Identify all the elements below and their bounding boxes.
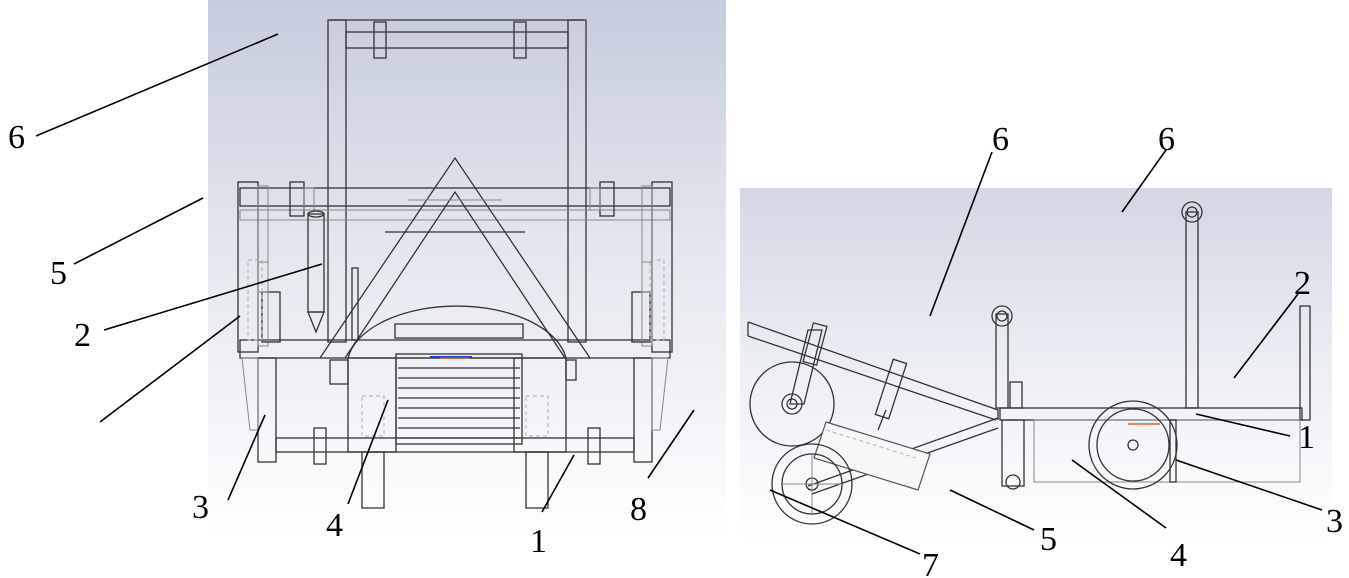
leader-front-8 — [647, 409, 695, 479]
leader-side-6b — [1121, 149, 1167, 213]
leader-front-3 — [227, 414, 266, 501]
label-side-2: 2 — [1294, 265, 1311, 302]
front-view-frame — [237, 19, 673, 509]
leader-side-7 — [769, 489, 921, 555]
side-view — [740, 188, 1332, 542]
leader-side-3 — [1175, 459, 1323, 511]
leader-side-2 — [1233, 293, 1299, 379]
label-front-3: 3 — [192, 489, 209, 526]
label-front-4: 4 — [326, 507, 343, 544]
leader-front-5 — [73, 197, 204, 265]
leader-side-1 — [1195, 413, 1291, 437]
part-labels: 6 5 2 3 4 1 8 6 6 2 1 3 4 5 7 — [8, 119, 1343, 578]
leader-front-1 — [541, 454, 575, 513]
label-side-3: 3 — [1326, 503, 1343, 540]
label-side-7: 7 — [922, 547, 939, 578]
label-front-6: 6 — [8, 119, 25, 156]
label-side-4: 4 — [1170, 537, 1187, 574]
roller-ribs — [395, 353, 523, 445]
label-side-5: 5 — [1040, 521, 1057, 558]
label-front-8: 8 — [630, 491, 647, 528]
label-side-6b: 6 — [1158, 121, 1175, 158]
leader-front-extra — [99, 315, 241, 423]
label-front-2: 2 — [74, 317, 91, 354]
label-side-6a: 6 — [992, 121, 1009, 158]
front-view — [208, 0, 726, 542]
side-view-background — [740, 188, 1332, 542]
label-front-1: 1 — [530, 523, 547, 560]
label-front-5: 5 — [50, 255, 67, 292]
leader-front-2 — [103, 263, 323, 331]
side-view-frame — [747, 201, 1311, 525]
leader-lines — [35, 33, 1323, 555]
leader-side-5 — [949, 489, 1035, 531]
leader-front-4 — [347, 399, 389, 505]
leader-front-6 — [35, 33, 279, 137]
label-side-1: 1 — [1298, 419, 1315, 456]
leader-side-4 — [1071, 459, 1167, 529]
leader-side-6a — [929, 151, 993, 317]
front-view-background — [208, 0, 726, 542]
